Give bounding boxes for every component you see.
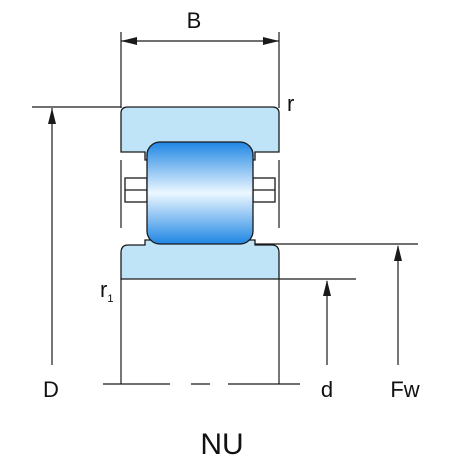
label-fw: Fw [390, 377, 419, 402]
inner-ring [120, 239, 280, 280]
dimension-d-bore: d [279, 278, 356, 402]
diagram-title: NU [200, 428, 243, 461]
label-r1: r1 [100, 277, 113, 305]
label-r1-main: r [100, 277, 107, 302]
dimension-fw: Fw [255, 243, 420, 402]
label-b: B [187, 8, 202, 33]
b-arrowhead-right [263, 37, 279, 45]
b-arrowhead-left [121, 37, 137, 45]
fw-arrowhead [394, 245, 402, 261]
dimension-d-outer: D [32, 106, 121, 402]
label-d-bore: d [321, 377, 333, 402]
dimension-b: B [120, 8, 280, 108]
roller-cage [120, 160, 280, 228]
label-d-outer: D [43, 377, 59, 402]
d-outer-arrowhead [48, 108, 56, 124]
label-r1-sub: 1 [107, 293, 113, 305]
cylindrical-roller [146, 141, 254, 245]
d-bore-arrowhead [323, 280, 331, 296]
label-r: r [287, 91, 294, 116]
